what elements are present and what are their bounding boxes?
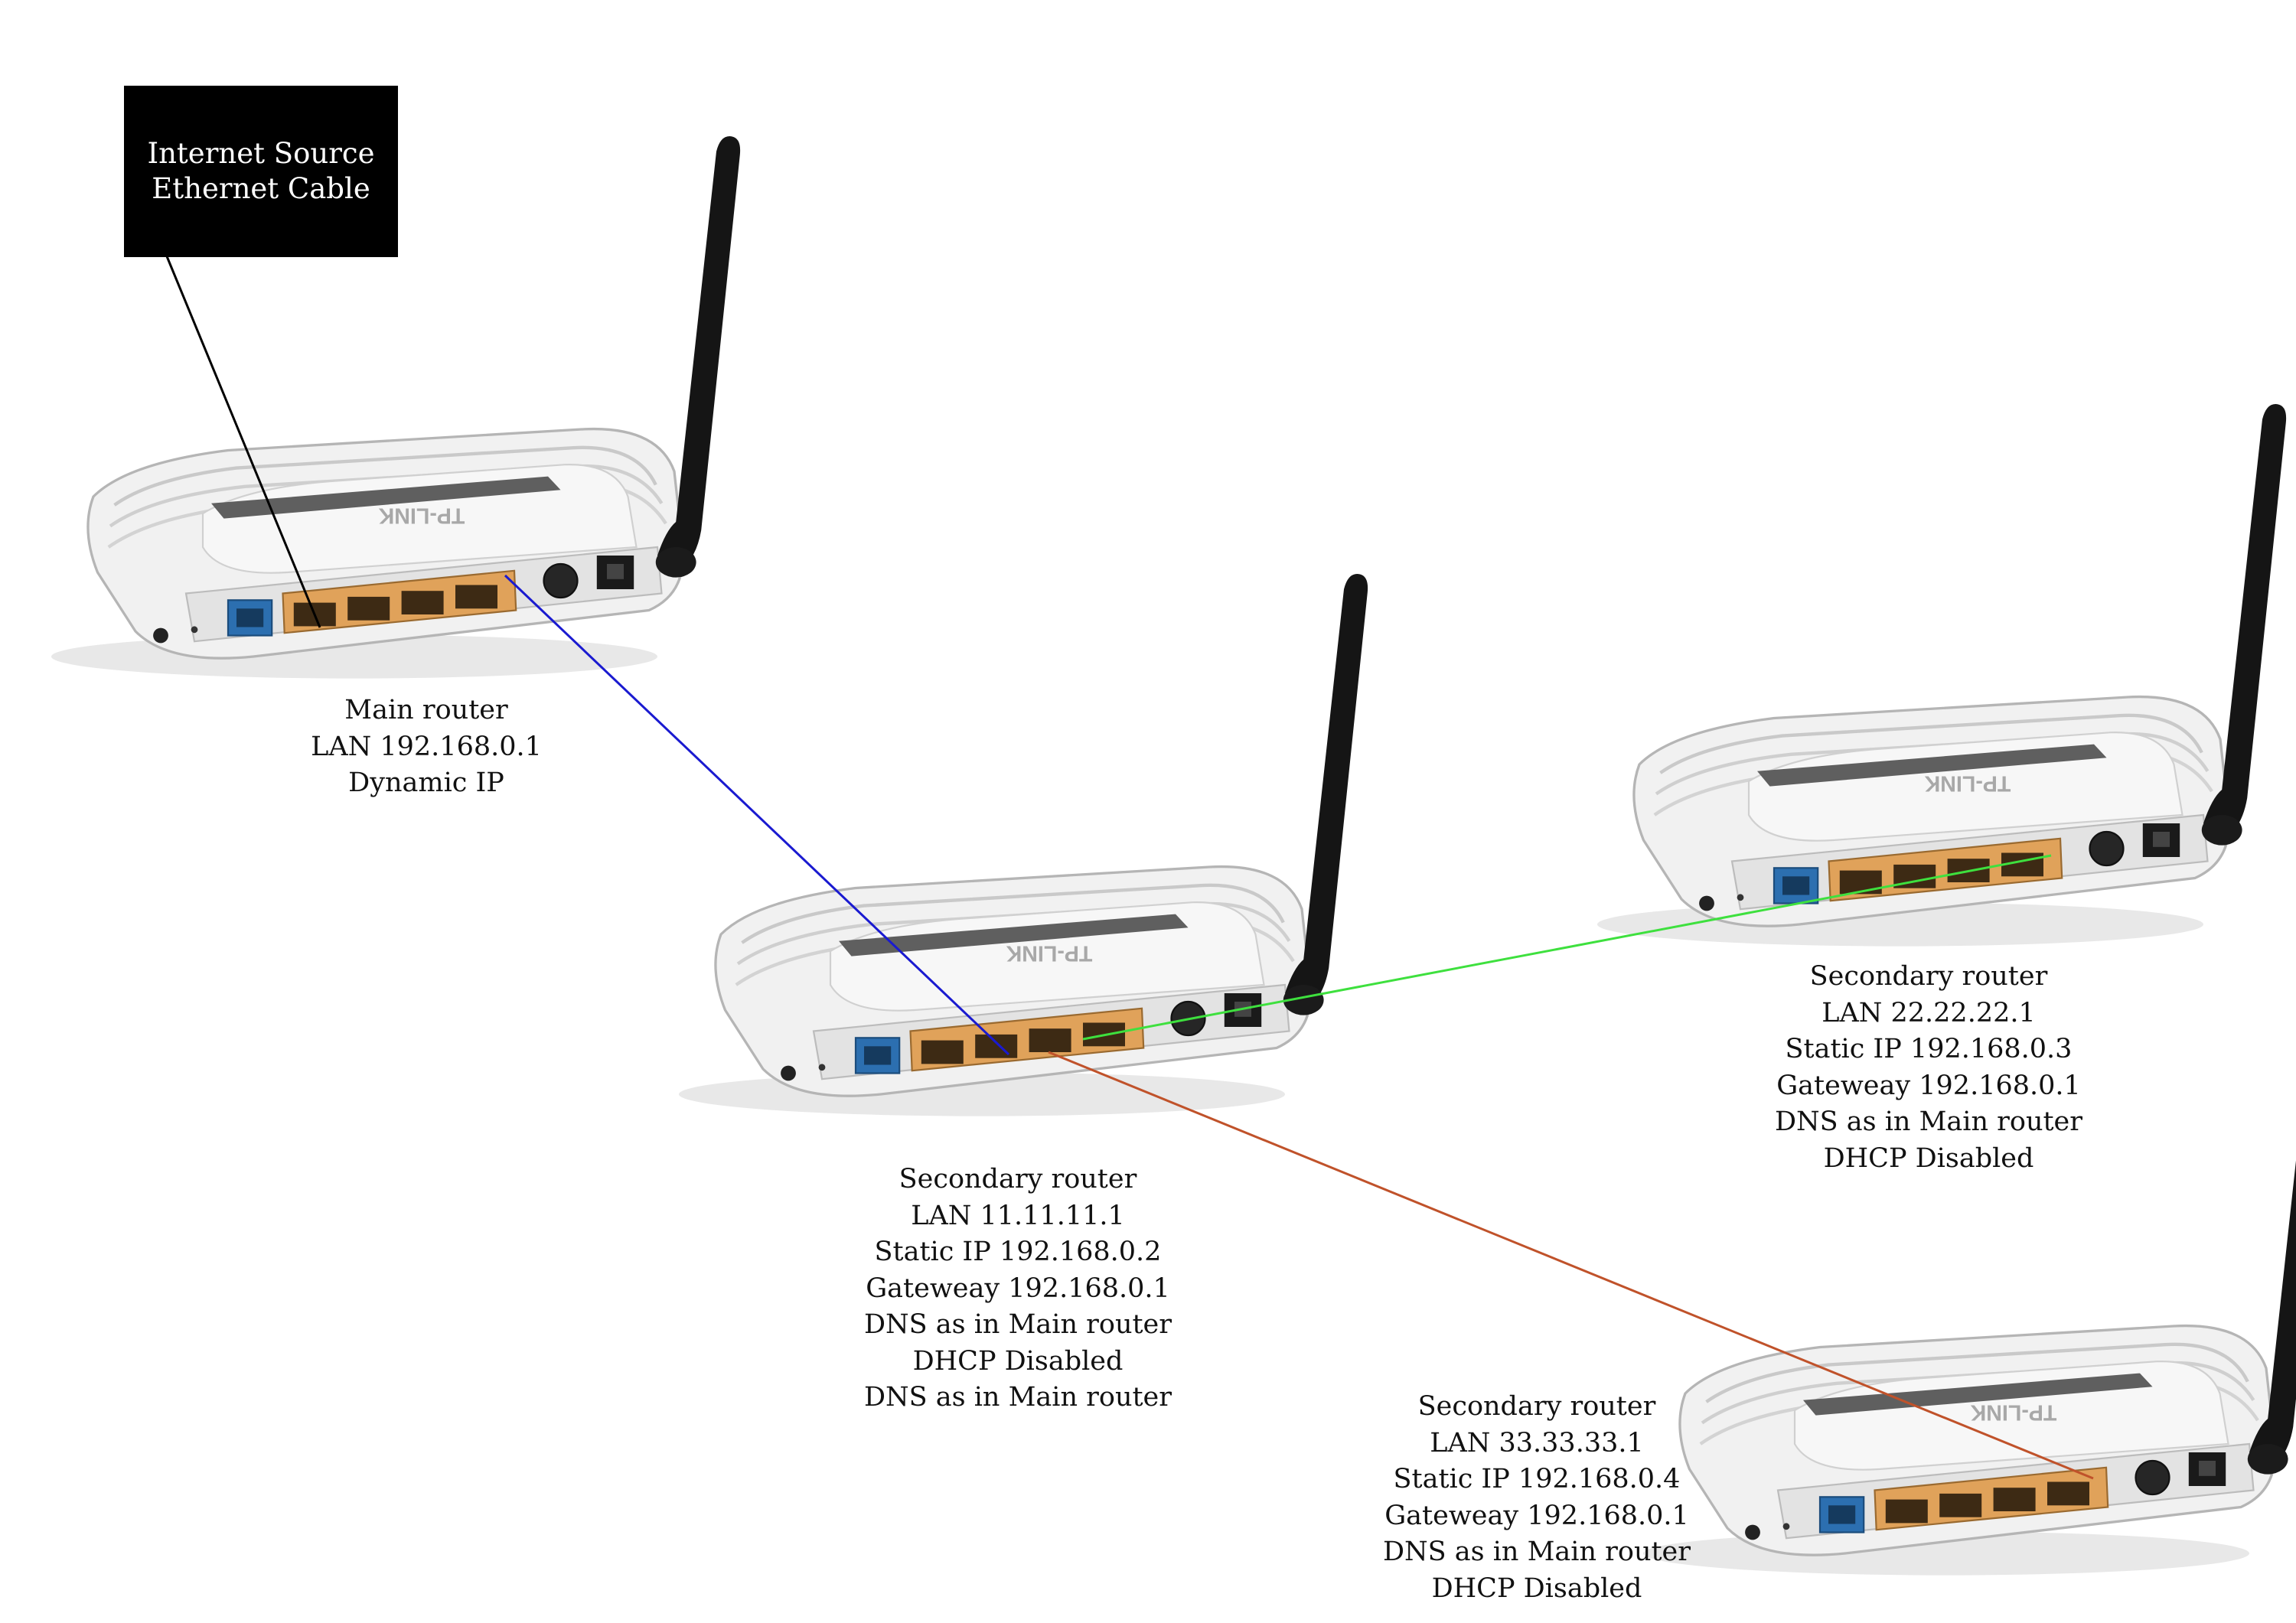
label-line: Static IP 192.168.0.3 (1785, 1034, 2073, 1064)
label-line: LAN 22.22.22.1 (1821, 997, 2036, 1028)
label-line: DNS as in Main router (1774, 1106, 2083, 1137)
label-line: LAN 33.33.33.1 (1430, 1427, 1644, 1458)
secondary-router-1 (679, 574, 1368, 1116)
label-line: Gateweay 192.168.0.1 (866, 1273, 1170, 1304)
label-line: DHCP Disabled (1823, 1142, 2034, 1174)
label-line: Static IP 192.168.0.4 (1393, 1464, 1681, 1494)
label-line: Gateweay 192.168.0.1 (1384, 1500, 1689, 1531)
cable-main-to-secondary-1 (504, 574, 1010, 1056)
label-line: LAN 11.11.11.1 (911, 1200, 1125, 1231)
label-line: LAN 192.168.0.1 (311, 731, 542, 762)
label-line: DHCP Disabled (912, 1345, 1124, 1377)
label-line: DNS as in Main router (1382, 1537, 1691, 1567)
label-line: Dynamic IP (348, 768, 504, 798)
label-line: DHCP Disabled (1431, 1572, 1642, 1604)
cable-secondary-1-to-secondary-2 (1082, 854, 2052, 1041)
label-line: DNS as in Main router (863, 1309, 1172, 1340)
cable-secondary-1-to-secondary-3 (1048, 1051, 2094, 1480)
secondary-router-2-label: Secondary router LAN 22.22.22.1 Static I… (1775, 959, 2082, 1177)
secondary-router-2 (1597, 404, 2286, 947)
label-line: Secondary router (1417, 1391, 1656, 1422)
label-line: Static IP 192.168.0.2 (874, 1237, 1162, 1267)
label-line: Secondary router (899, 1164, 1137, 1194)
cable-internet-source-to-main (165, 256, 321, 628)
secondary-router-1-label: Secondary router LAN 11.11.11.1 Static I… (864, 1162, 1172, 1416)
internet-source-box: Internet Source Ethernet Cable (124, 86, 398, 257)
label-line: Gateweay 192.168.0.1 (1776, 1070, 2081, 1101)
label-line: Secondary router (1809, 961, 2048, 992)
internet-source-line2: Ethernet Cable (152, 172, 370, 205)
main-router-label: Main router LAN 192.168.0.1 Dynamic IP (311, 693, 542, 802)
label-line: Main router (344, 695, 508, 725)
label-line: DNS as in Main router (863, 1382, 1172, 1413)
internet-source-line1: Internet Source (147, 137, 375, 170)
secondary-router-3-label: Secondary router LAN 33.33.33.1 Static I… (1383, 1389, 1691, 1607)
